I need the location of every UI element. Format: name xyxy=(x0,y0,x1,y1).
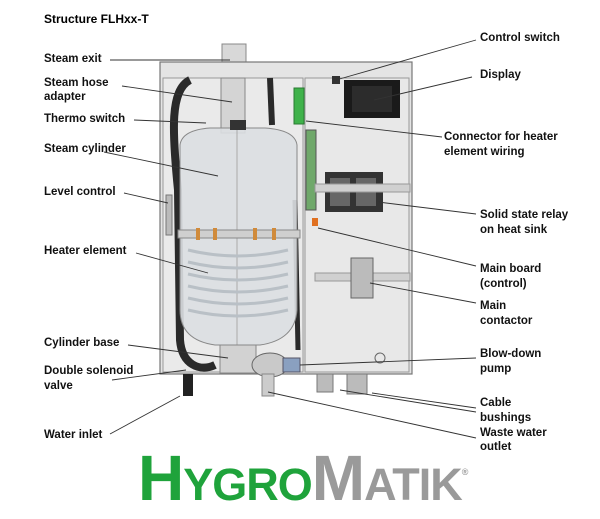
label-waste-water-outlet-line1: Waste water xyxy=(480,427,547,439)
diagram-title: Structure FLHxx-T xyxy=(44,12,149,26)
label-main-contactor-line1: Main xyxy=(480,300,507,312)
label-display: Display xyxy=(480,69,521,81)
label-connector-line1: Connector for heater xyxy=(444,131,558,143)
waste-water-outlet xyxy=(261,373,275,397)
logo-atik: ATIK xyxy=(364,459,463,510)
label-waste-water-outlet-line2: outlet xyxy=(480,441,512,453)
label-cylinder-base: Cylinder base xyxy=(44,337,120,349)
orange-clips xyxy=(196,228,276,240)
label-main-contactor-line2: contactor xyxy=(480,315,533,327)
label-steam-exit: Steam exit xyxy=(44,53,102,65)
label-cable-bushings-line2: bushings xyxy=(480,412,532,424)
pump-motor xyxy=(282,357,301,373)
label-control-switch: Control switch xyxy=(480,32,560,44)
cylinder-base xyxy=(219,344,257,374)
mounting-hole xyxy=(374,352,386,364)
label-main-board-line2: (control) xyxy=(480,278,527,290)
level-control xyxy=(165,194,173,236)
logo-ygro: YGRO xyxy=(183,459,313,510)
cylinder-flange xyxy=(177,229,301,239)
main-board xyxy=(305,129,317,211)
right-compartment xyxy=(304,77,410,373)
registered-mark: ® xyxy=(461,467,469,477)
heater-connector xyxy=(293,87,305,125)
leader-lines xyxy=(103,39,477,439)
water-inlet xyxy=(183,374,193,396)
cable-bushing-2 xyxy=(346,373,368,395)
label-ssr-line1: Solid state relay xyxy=(480,209,569,221)
main-board-part xyxy=(312,218,318,226)
din-rail-1 xyxy=(314,183,411,193)
label-cable-bushings-line1: Cable xyxy=(480,397,512,409)
label-steam-hose-adapter-line1: Steam hose xyxy=(44,77,109,89)
label-main-board-line1: Main board xyxy=(480,263,542,275)
label-double-solenoid-valve-line1: Double solenoid xyxy=(44,365,134,377)
label-ssr-line2: on heat sink xyxy=(480,224,548,236)
label-thermo-switch: Thermo switch xyxy=(44,113,126,125)
label-heater-element: Heater element xyxy=(44,245,127,257)
heater-coils xyxy=(187,248,289,318)
logo-h: H xyxy=(138,442,184,514)
label-blow-down-pump-line2: pump xyxy=(480,363,512,375)
label-double-solenoid-valve-line2: valve xyxy=(44,380,73,392)
cable-bushing-1 xyxy=(316,373,334,393)
hygromatik-logo: HYGROMATIK® xyxy=(138,446,469,510)
label-blow-down-pump-line1: Blow-down xyxy=(480,348,542,360)
label-connector-line2: element wiring xyxy=(444,146,525,158)
label-water-inlet: Water inlet xyxy=(44,429,103,441)
logo-m: M xyxy=(311,442,365,514)
steam-exit-pipe xyxy=(221,43,247,65)
thermo-switch xyxy=(230,120,246,130)
main-contactor xyxy=(350,257,374,299)
hose-right-top xyxy=(267,77,275,126)
display-screen xyxy=(352,86,392,112)
label-steam-cylinder: Steam cylinder xyxy=(44,143,126,155)
label-level-control: Level control xyxy=(44,186,116,198)
label-steam-hose-adapter-line2: adapter xyxy=(44,91,86,103)
